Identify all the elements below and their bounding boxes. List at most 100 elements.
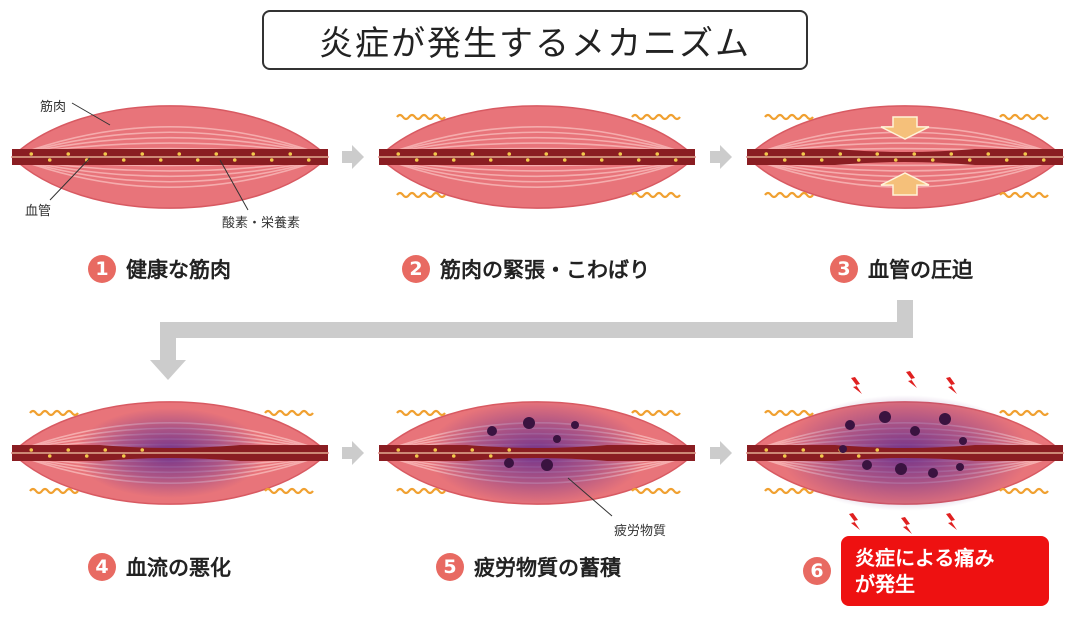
- nutrient-dot: [451, 454, 456, 458]
- stiffness-mark: [631, 191, 681, 199]
- step-5-number: 5: [436, 553, 464, 581]
- nutrient-dot: [782, 454, 787, 458]
- title-text: 炎症が発生するメカニズム: [319, 23, 751, 64]
- nutrient-dot: [618, 152, 623, 156]
- waste-particle: [956, 463, 964, 471]
- stiffness-mark: [764, 191, 814, 199]
- nutrient-dot: [396, 448, 401, 452]
- step-6-number: 6: [803, 557, 831, 585]
- leader-line-waste: [567, 477, 613, 517]
- step-2-number: 2: [402, 255, 430, 283]
- stiffness-mark: [396, 409, 446, 417]
- muscle-fiber: [386, 159, 688, 183]
- pressure-arrow-icon: [880, 116, 930, 140]
- nutrient-dot: [801, 448, 806, 452]
- muscle-panel-2: [377, 105, 697, 209]
- waste-particle: [928, 468, 938, 478]
- stiffness-mark: [999, 113, 1049, 121]
- step-4-number: 4: [88, 553, 116, 581]
- nutrient-dot: [140, 448, 145, 452]
- nutrient-dot: [140, 152, 145, 156]
- nutrient-dot: [544, 152, 549, 156]
- stiffness-mark: [999, 487, 1049, 495]
- leader-line-muscle: [71, 102, 111, 126]
- nutrient-dot: [29, 448, 34, 452]
- leader-line-nutrients: [219, 159, 249, 211]
- nutrient-dot: [525, 158, 530, 162]
- nutrient-dot: [396, 152, 401, 156]
- nutrient-dot: [66, 152, 71, 156]
- nutrient-dot: [1004, 158, 1009, 162]
- nutrient-dot: [875, 448, 880, 452]
- label-vessel: 血管: [25, 204, 52, 219]
- stiffness-mark: [29, 409, 79, 417]
- nutrient-dot: [433, 152, 438, 156]
- pain-icon: [849, 513, 860, 530]
- nutrient-dot: [488, 158, 493, 162]
- stiffness-mark: [396, 487, 446, 495]
- nutrient-dot: [819, 454, 824, 458]
- muscle-fiber: [19, 136, 321, 155]
- nutrient-dot: [986, 152, 991, 156]
- stiffness-mark: [396, 191, 446, 199]
- nutrient-dot: [1041, 158, 1046, 162]
- nutrient-dot: [451, 158, 456, 162]
- waste-particle: [910, 426, 920, 436]
- nutrient-dot: [636, 158, 641, 162]
- waste-particle: [553, 435, 561, 443]
- nutrient-dot: [470, 152, 475, 156]
- nutrient-dot: [507, 448, 512, 452]
- waste-particle: [839, 445, 847, 453]
- nutrient-dot: [103, 152, 108, 156]
- flow-arrow-4-5: [342, 441, 364, 465]
- nutrient-dot: [912, 152, 917, 156]
- nutrient-dot: [581, 152, 586, 156]
- nutrient-dot: [949, 152, 954, 156]
- pain-icon: [901, 517, 912, 534]
- flow-arrow-1-2: [342, 145, 364, 169]
- nutrient-dot: [103, 448, 108, 452]
- waste-particle: [879, 411, 891, 423]
- nutrient-dot: [121, 454, 126, 458]
- waste-particle: [541, 459, 553, 471]
- waste-particle: [862, 460, 872, 470]
- nutrient-dot: [819, 158, 824, 162]
- stiffness-mark: [396, 113, 446, 121]
- step-1-caption: 1 健康な筋肉: [88, 254, 231, 284]
- waste-particle: [523, 417, 535, 429]
- nutrient-dot: [121, 158, 126, 162]
- label-nutrients: 酸素・栄養素: [222, 216, 301, 231]
- step-1-number: 1: [88, 255, 116, 283]
- leader-line-vessel: [49, 157, 91, 201]
- step-3-label: 血管の圧迫: [868, 258, 973, 282]
- nutrient-dot: [29, 152, 34, 156]
- nutrient-dot: [66, 448, 71, 452]
- muscle-fiber: [386, 159, 688, 178]
- nutrient-dot: [158, 158, 163, 162]
- muscle-fiber: [386, 126, 688, 155]
- nutrient-dot: [269, 158, 274, 162]
- step-3-number: 3: [830, 255, 858, 283]
- waste-particle: [571, 421, 579, 429]
- nutrient-dot: [507, 152, 512, 156]
- nutrient-dot: [673, 158, 678, 162]
- nutrient-dot: [856, 158, 861, 162]
- muscle-fiber: [386, 136, 688, 155]
- stiffness-mark: [764, 113, 814, 121]
- nutrient-dot: [306, 158, 311, 162]
- muscle-panel-3: [745, 105, 1065, 209]
- muscle-fiber: [386, 131, 688, 155]
- nutrient-dot: [893, 158, 898, 162]
- nutrient-dot: [655, 152, 660, 156]
- step-5-caption: 5 疲労物質の蓄積: [436, 552, 621, 582]
- label-muscle: 筋肉: [40, 100, 67, 115]
- nutrient-dot: [47, 454, 52, 458]
- nutrient-dot: [599, 158, 604, 162]
- nutrient-dot: [838, 152, 843, 156]
- stiffness-mark: [764, 409, 814, 417]
- stiffness-mark: [999, 409, 1049, 417]
- muscle-panel-5: [377, 401, 697, 505]
- waste-particle: [504, 458, 514, 468]
- stiffness-mark: [29, 487, 79, 495]
